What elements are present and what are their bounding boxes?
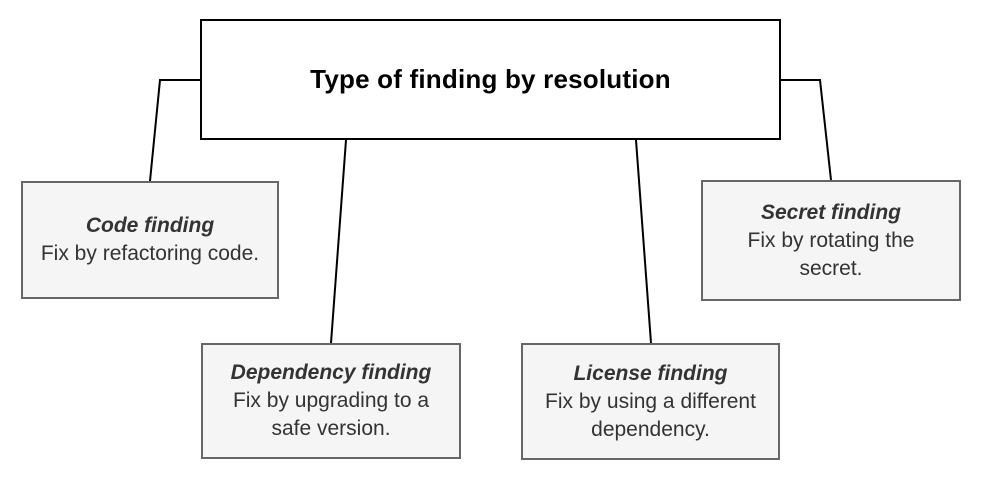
connector-root-to-license bbox=[635, 139, 652, 344]
node-license-finding: License finding Fix by using a different… bbox=[521, 343, 780, 460]
node-secret-finding-description: Fix by rotating the secret. bbox=[747, 228, 915, 280]
node-dependency-finding-description: Fix by upgrading to a safe version. bbox=[232, 389, 430, 440]
node-dependency-finding: Dependency finding Fix by upgrading to a… bbox=[201, 343, 461, 459]
root-node: Type of finding by resolution bbox=[200, 19, 781, 140]
connector-root-to-dependency bbox=[330, 139, 347, 344]
connector-root-to-secret bbox=[781, 79, 832, 181]
node-code-finding-description: Fix by refactoring code. bbox=[40, 242, 260, 265]
node-license-finding-description: Fix by using a different dependency. bbox=[545, 389, 756, 441]
node-license-finding-title: License finding bbox=[573, 361, 728, 385]
node-code-finding-title: Code finding bbox=[85, 214, 215, 237]
node-dependency-finding-title: Dependency finding bbox=[230, 361, 432, 384]
node-code-finding: Code finding Fix by refactoring code. bbox=[21, 181, 279, 299]
root-node-label: Type of finding by resolution bbox=[310, 64, 671, 94]
node-secret-finding-title: Secret finding bbox=[760, 200, 902, 224]
node-secret-finding: Secret finding Fix by rotating the secre… bbox=[701, 180, 961, 301]
connector-root-to-code bbox=[149, 79, 200, 182]
